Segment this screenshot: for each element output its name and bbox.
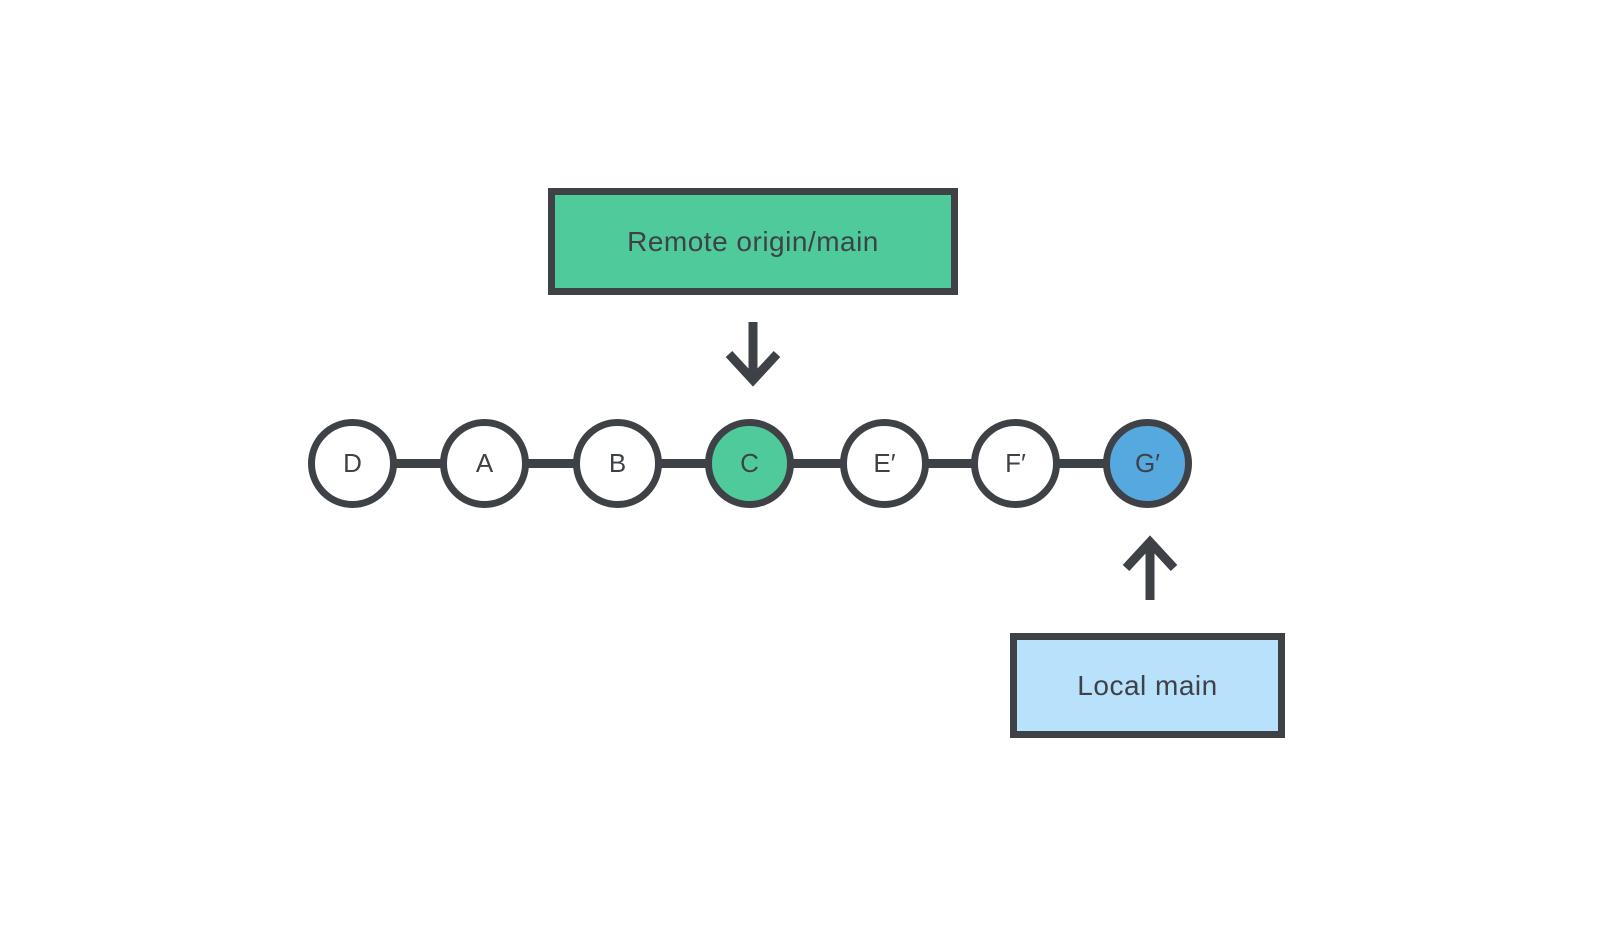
remote-branch-label: Remote origin/main bbox=[627, 225, 879, 257]
commit-node-c-remote-head: C bbox=[705, 419, 794, 508]
commit-node-b: B bbox=[573, 419, 662, 508]
commit-label: F′ bbox=[1005, 448, 1026, 478]
local-branch-label: Local main bbox=[1077, 669, 1218, 701]
commit-label: A bbox=[475, 448, 494, 478]
commit-node-f-prime: F′ bbox=[971, 419, 1060, 508]
commit-node-d: D bbox=[308, 419, 397, 508]
commit-label: G′ bbox=[1134, 448, 1161, 478]
commit-node-g-prime-local-head: G′ bbox=[1103, 419, 1192, 508]
commit-node-e-prime: E′ bbox=[840, 419, 929, 508]
arrow-down-icon bbox=[725, 322, 781, 387]
commit-label: E′ bbox=[873, 448, 896, 478]
arrow-up-icon bbox=[1122, 535, 1178, 600]
remote-branch-box: Remote origin/main bbox=[548, 188, 958, 295]
commit-label: D bbox=[343, 448, 362, 478]
commit-label: C bbox=[740, 448, 759, 478]
commit-label: B bbox=[608, 448, 627, 478]
local-branch-box: Local main bbox=[1010, 633, 1285, 738]
commit-node-a: A bbox=[440, 419, 529, 508]
